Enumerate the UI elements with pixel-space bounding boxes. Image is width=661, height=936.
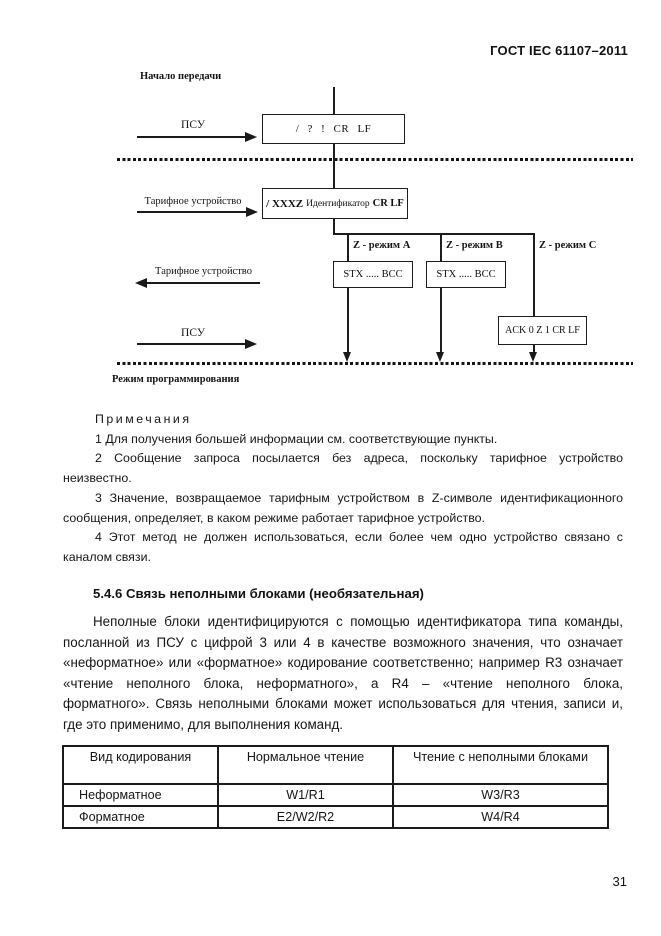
branch-label-mode-b: Z - режим B	[446, 240, 503, 251]
cell-normal-read: W1/R1	[217, 783, 394, 807]
cell-partial-read: W3/R3	[392, 783, 609, 807]
diagram-end-label: Режим программирования	[112, 374, 240, 385]
psu-request-arrow	[137, 136, 247, 138]
psu-label-bottom: ПСУ	[181, 327, 205, 339]
branch-line	[333, 233, 534, 235]
flow-arrow-a	[347, 288, 349, 352]
col-header-partial-blocks: Чтение с неполными блоками	[392, 745, 609, 785]
notes-title: Примечания	[95, 412, 192, 426]
psu-label-top: ПСУ	[181, 119, 205, 131]
arrow-down-icon	[529, 352, 537, 362]
identification-prefix: / XXXZ	[266, 197, 304, 210]
branch-line-a	[347, 233, 349, 262]
branch-line-c	[533, 233, 535, 318]
ack-message-box: ACK 0 Z 1 CR LF	[498, 316, 587, 345]
notes-section: Примечания 1 Для получения большей инфор…	[63, 410, 623, 568]
arrow-down-icon	[343, 352, 351, 362]
branch-label-mode-a: Z - режим A	[353, 240, 411, 251]
connector-line	[333, 219, 335, 234]
flow-arrow-b	[440, 288, 442, 352]
note-item-2: 2 Сообщение запроса посылается без адрес…	[63, 451, 623, 486]
identification-middle: Идентификатор	[306, 198, 370, 209]
mode-boundary-line-top	[117, 158, 633, 161]
document-header: ГОСТ IEC 61107–2011	[490, 43, 628, 58]
mode-boundary-line-bottom	[117, 362, 633, 365]
identification-message-box: / XXXZ Идентификатор CR LF	[262, 188, 408, 219]
connector-line	[333, 87, 335, 115]
coding-table: Вид кодирования Нормальное чтение Чтение…	[62, 745, 609, 829]
section-paragraph: Неполные блоки идентифицируются с помощь…	[63, 614, 623, 732]
psu-ack-arrow	[137, 343, 247, 345]
connector-line	[333, 144, 335, 189]
branch-line-b	[440, 233, 442, 262]
diagram-start-label: Начало передачи	[140, 71, 222, 82]
arrow-right-icon	[245, 339, 257, 349]
identification-suffix: CR LF	[372, 198, 404, 209]
tariff-request-arrow	[137, 211, 247, 213]
arrow-left-icon	[135, 278, 147, 288]
data-message-box-a: STX ..... BCC	[333, 261, 413, 288]
arrow-down-icon	[436, 352, 444, 362]
branch-label-mode-c: Z - режим C	[539, 240, 597, 251]
table-row: Форматное E2/W2/R2 W4/R4	[62, 805, 609, 829]
data-message-box-b: STX ..... BCC	[426, 261, 506, 288]
cell-coding-type: Форматное	[62, 805, 219, 829]
tariff-response-arrow	[146, 282, 260, 284]
flow-arrow-c	[533, 345, 535, 352]
note-item-3: 3 Значение, возвращаемое тарифным устрой…	[63, 490, 623, 525]
col-header-coding-type: Вид кодирования	[62, 745, 219, 785]
cell-partial-read: W4/R4	[392, 805, 609, 829]
cell-normal-read: E2/W2/R2	[217, 805, 394, 829]
protocol-diagram: Начало передачи / ? ! CR LF ПСУ / XXXZ И…	[0, 0, 661, 400]
tariff-device-label-response: Тарифное устройство	[155, 266, 252, 277]
section-heading: 5.4.6 Связь неполными блоками (необязате…	[93, 586, 424, 601]
tariff-device-label-request: Тарифное устройство	[144, 196, 242, 207]
arrow-right-icon	[246, 207, 258, 217]
table-header-row: Вид кодирования Нормальное чтение Чтение…	[62, 745, 609, 785]
note-item-1: 1 Для получения большей информации см. с…	[95, 431, 498, 446]
table-row: Неформатное W1/R1 W3/R3	[62, 783, 609, 807]
request-message-box: / ? ! CR LF	[262, 114, 405, 144]
arrow-right-icon	[245, 132, 257, 142]
page-number: 31	[612, 874, 627, 889]
col-header-normal-read: Нормальное чтение	[217, 745, 394, 785]
note-item-4: 4 Этот метод не должен использоваться, е…	[63, 530, 623, 564]
cell-coding-type: Неформатное	[62, 783, 219, 807]
